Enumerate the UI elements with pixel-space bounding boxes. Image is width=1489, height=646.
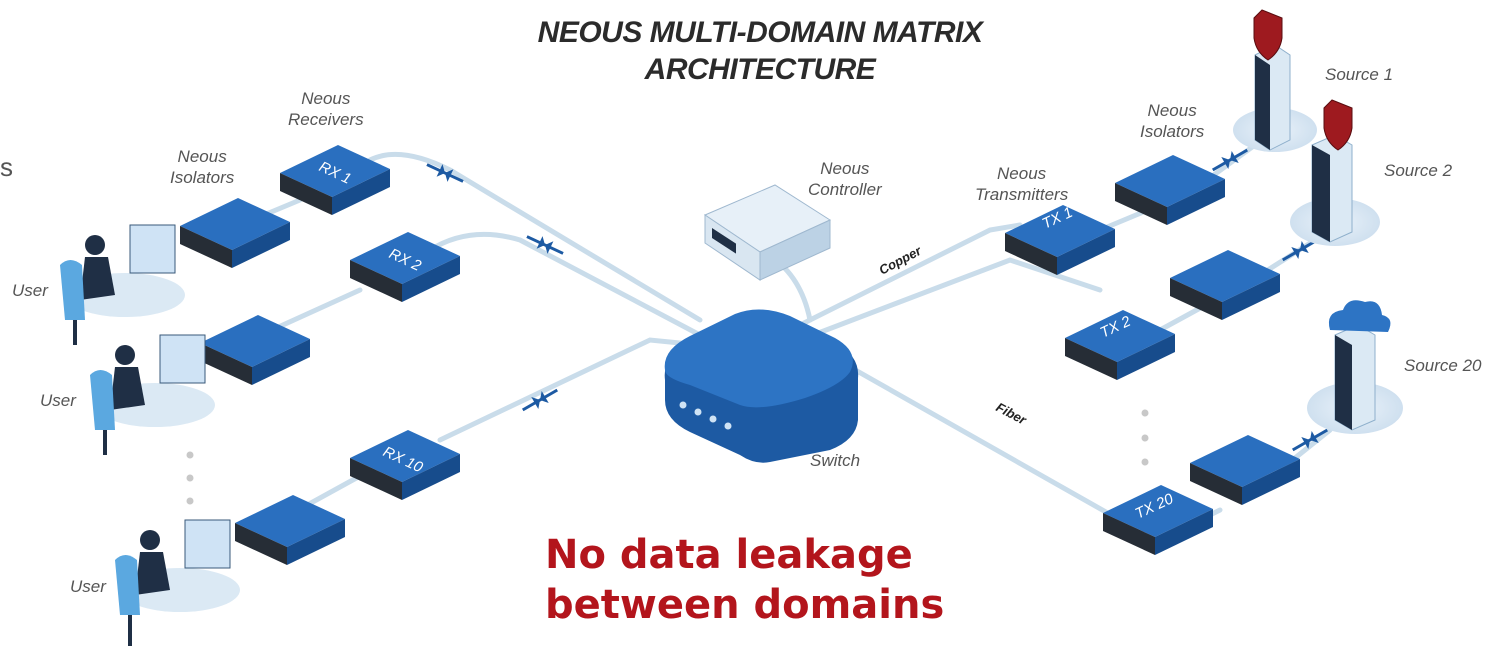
source-20 [1307, 300, 1403, 434]
shield-icon [1323, 99, 1353, 151]
source-label: Source 1 [1325, 65, 1394, 84]
continuation-dots [186, 409, 1149, 505]
user-label: User [12, 281, 48, 300]
controller-device [703, 184, 832, 281]
transmitters-label: Neous Transmitters [975, 164, 1069, 204]
tagline-line: between domains [545, 582, 945, 628]
source-2 [1290, 99, 1380, 246]
switch-device [664, 309, 859, 463]
diagram-title: NEOUS MULTI-DOMAIN MATRIX ARCHITECTURE [460, 14, 1060, 88]
isolators-left-label: Neous Isolators [170, 147, 235, 187]
source-1 [1233, 9, 1317, 152]
source-label: Source 20 [1404, 356, 1482, 375]
fiber-label: Fiber [994, 399, 1030, 428]
isolators-right-label: Neous Isolators [1140, 101, 1205, 141]
cloud-icon [1328, 300, 1391, 332]
title-line: NEOUS MULTI-DOMAIN MATRIX [537, 16, 983, 49]
transmitter-devices [1005, 205, 1213, 555]
controller-label: Neous Controller [808, 159, 882, 199]
source-label: Source 2 [1384, 161, 1453, 180]
tagline-line: No data leakage [545, 532, 913, 578]
switch-label: Switch [810, 451, 861, 470]
edge-fragment: s [0, 152, 13, 182]
user-label: User [40, 391, 76, 410]
shield-icon [1253, 9, 1283, 61]
title-line: ARCHITECTURE [644, 53, 876, 86]
receiver-devices [280, 145, 460, 500]
receivers-label: Neous Receivers [288, 89, 364, 129]
tagline: No data leakage between domains [545, 530, 944, 630]
user-label: User [70, 577, 106, 596]
user-workstation-icon [60, 224, 240, 646]
